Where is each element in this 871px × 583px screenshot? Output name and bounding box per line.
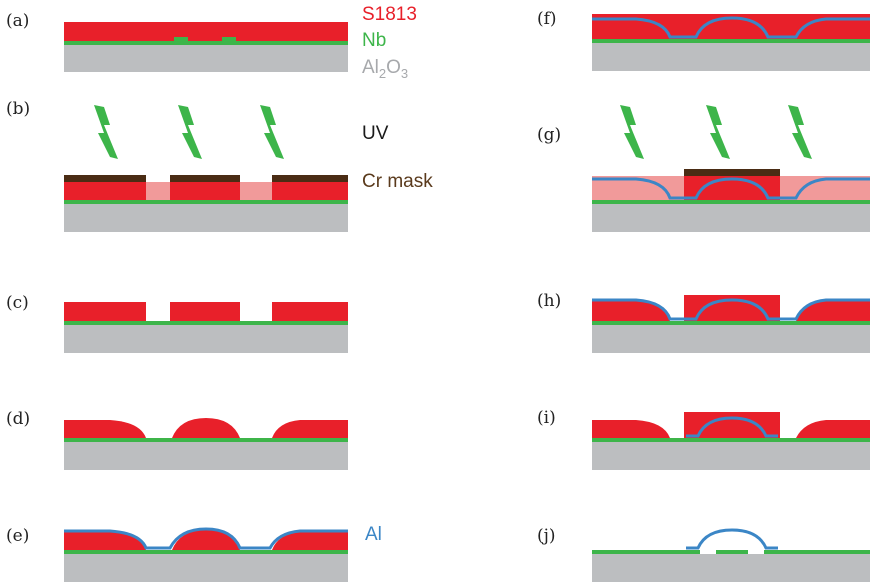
uv-bolt-icon <box>260 105 284 159</box>
nb-layer <box>592 438 870 442</box>
nb-layer <box>64 438 348 442</box>
panel-d: (d) <box>6 409 348 470</box>
resist-block <box>64 302 146 321</box>
resist-block <box>170 302 240 321</box>
al-film <box>592 16 870 39</box>
panel-label-e: (e) <box>6 526 29 546</box>
reflowed-resist <box>172 530 240 550</box>
panel-i: (i) <box>537 408 870 470</box>
resist-opening <box>222 37 236 42</box>
substrate <box>592 204 870 232</box>
reflowed-resist <box>592 420 670 438</box>
panel-h: (h) <box>537 291 870 353</box>
label-cr-mask: Cr mask <box>362 171 433 192</box>
nb-gap <box>748 548 764 554</box>
nb-layer <box>592 200 870 204</box>
reflowed-resist <box>272 532 348 550</box>
exposed-resist <box>146 182 170 200</box>
reflowed-resist <box>172 418 240 438</box>
nb-gap <box>700 548 716 554</box>
panel-label-d: (d) <box>6 409 30 429</box>
resist-layer <box>64 22 348 41</box>
nb-layer <box>64 200 348 204</box>
al-film <box>592 177 870 200</box>
legend-al2o3: Al2O3 <box>362 57 408 81</box>
panel-label-c: (c) <box>6 293 29 313</box>
panel-label-b: (b) <box>6 99 30 119</box>
panel-f: (f) <box>537 9 870 71</box>
substrate <box>64 325 348 353</box>
resist-layer <box>64 182 348 200</box>
cr-mask <box>272 175 348 182</box>
substrate <box>592 442 870 470</box>
panel-a: (a) <box>6 11 348 72</box>
al-film <box>592 298 870 321</box>
legend-nb: Nb <box>362 30 386 51</box>
reflowed-resist <box>64 532 146 550</box>
panel-label-a: (a) <box>6 11 29 31</box>
reflowed-resist <box>592 300 670 321</box>
panel-label-g: (g) <box>537 125 561 145</box>
panel-b: (b) <box>6 99 348 232</box>
uv-bolt-icon <box>178 105 202 159</box>
reflowed-resist <box>64 420 146 438</box>
substrate <box>592 554 870 582</box>
label-uv: UV <box>362 123 389 144</box>
panel-label-j: (j) <box>537 526 556 546</box>
nb-layer <box>64 41 348 45</box>
substrate <box>64 554 348 582</box>
cr-mask <box>684 169 780 176</box>
substrate <box>592 43 870 71</box>
exposed-resist <box>240 182 272 200</box>
nb-layer <box>592 321 870 325</box>
panel-label-f: (f) <box>537 9 557 29</box>
uv-bolt-icon <box>94 105 118 159</box>
legend-s1813: S1813 <box>362 4 417 25</box>
nb-layer <box>592 550 870 554</box>
al-film <box>686 416 778 438</box>
reflowed-resist <box>272 420 348 438</box>
panel-label-i: (i) <box>537 408 556 428</box>
uv-bolt-icon <box>706 105 730 159</box>
uv-bolt-icon <box>788 105 812 159</box>
panel-j: (j) <box>537 526 870 582</box>
nb-layer <box>64 321 348 325</box>
reflowed-resist <box>796 420 870 438</box>
al-airbridge <box>686 528 778 550</box>
nb-layer <box>64 550 348 554</box>
substrate <box>64 44 348 72</box>
substrate <box>592 325 870 353</box>
resist-block <box>272 302 348 321</box>
reflowed-resist <box>796 300 870 321</box>
al-film <box>64 527 348 550</box>
nb-layer <box>592 39 870 43</box>
panel-g: (g) <box>537 105 870 232</box>
substrate <box>64 204 348 232</box>
cr-mask <box>170 175 240 182</box>
substrate <box>64 442 348 470</box>
label-al: Al <box>365 524 382 545</box>
resist-opening <box>174 37 188 42</box>
panel-label-h: (h) <box>537 291 561 311</box>
panel-e: (e) <box>6 526 348 582</box>
uv-bolt-icon <box>620 105 644 159</box>
panel-c: (c) <box>6 293 348 353</box>
cr-mask <box>64 175 146 182</box>
